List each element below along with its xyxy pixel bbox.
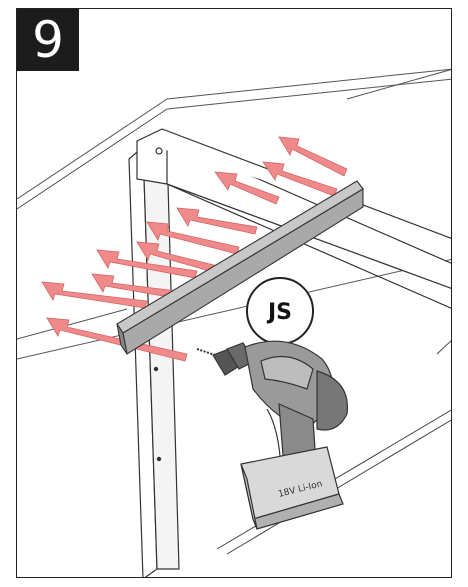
cordless-drill: 18V Li-Ion bbox=[212, 340, 349, 530]
screw bbox=[196, 348, 216, 356]
vertical-post bbox=[128, 145, 180, 577]
screw-callout: JS bbox=[246, 277, 314, 345]
direction-arrow bbox=[96, 249, 198, 279]
screw-callout-label: JS bbox=[266, 300, 292, 325]
direction-arrow bbox=[41, 281, 148, 309]
direction-arrow bbox=[46, 317, 188, 362]
background-panel-lines bbox=[17, 68, 451, 360]
direction-arrow bbox=[176, 207, 258, 235]
direction-arrow bbox=[262, 161, 338, 197]
assembly-scene: JS 18V Li-Ion bbox=[17, 68, 451, 577]
direction-arrow bbox=[214, 171, 280, 205]
direction-arrow bbox=[146, 221, 240, 255]
direction-arrow bbox=[278, 136, 348, 177]
diagram-frame: 9 bbox=[16, 8, 452, 578]
top-beam bbox=[136, 128, 451, 309]
step-number-badge: 9 bbox=[17, 9, 79, 71]
direction-arrows bbox=[41, 136, 348, 362]
aluminium-channel-rail bbox=[116, 180, 364, 355]
